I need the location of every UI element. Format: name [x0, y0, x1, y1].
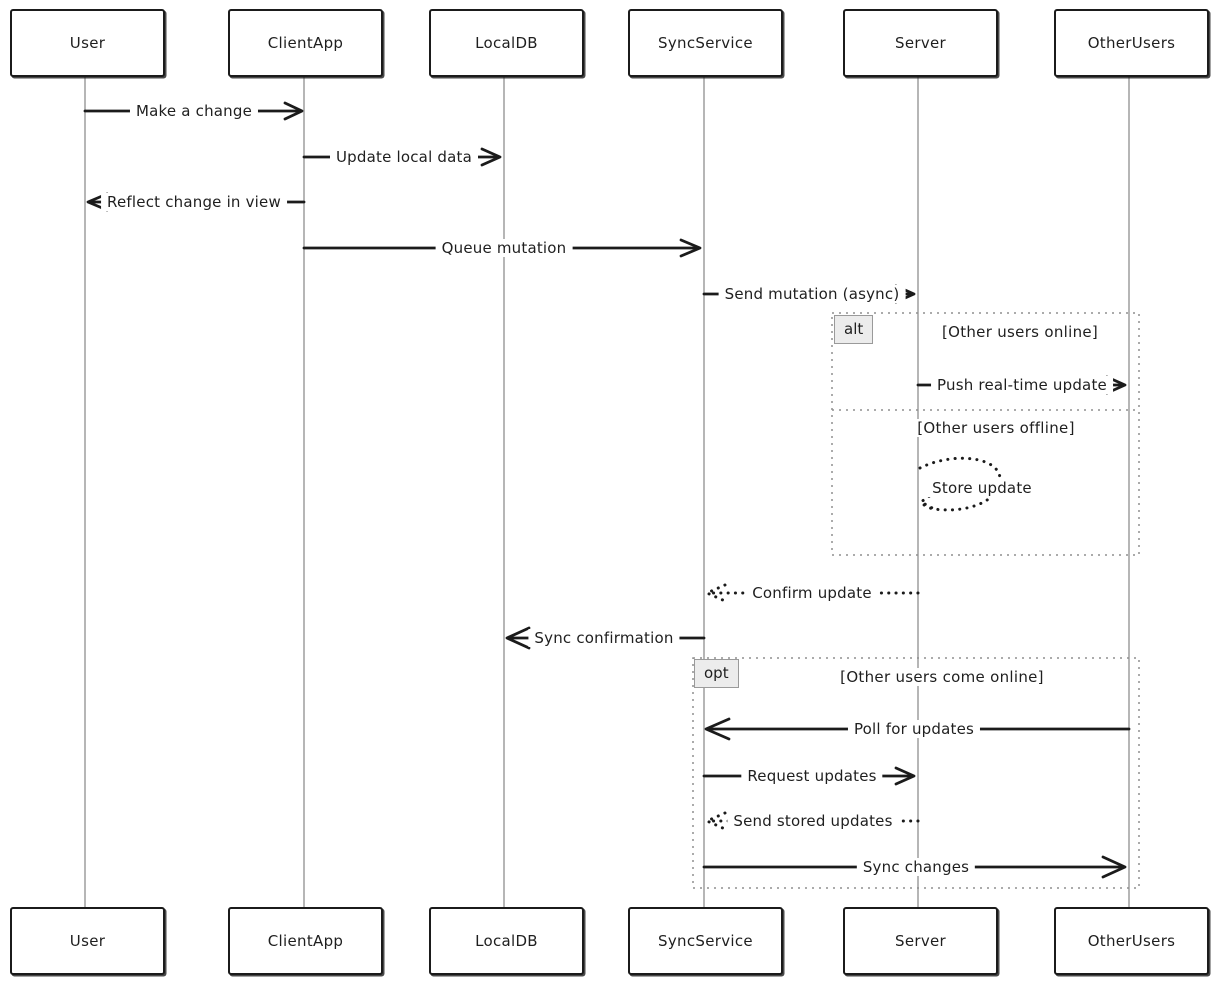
guard-other-users-come-online: [Other users come online] — [836, 668, 1048, 686]
actor-bottom-otherusers: OtherUsers — [1054, 907, 1209, 975]
message-label-reflect-change-in-view: Reflect change in view — [101, 193, 287, 211]
actor-bottom-user: User — [10, 907, 165, 975]
message-label-make-a-change: Make a change — [129, 102, 259, 120]
message-label-poll-for-updates: Poll for updates — [847, 720, 981, 738]
actor-top-syncservice: SyncService — [628, 9, 783, 77]
message-label-request-updates: Request updates — [741, 767, 883, 785]
actor-label: SyncService — [658, 932, 753, 950]
message-label-send-mutation-async: Send mutation (async) — [718, 285, 906, 303]
actor-bottom-localdb: LocalDB — [429, 907, 584, 975]
opt-frame — [692, 657, 1140, 889]
message-label-sync-changes: Sync changes — [856, 858, 976, 876]
actor-label: Server — [895, 932, 946, 950]
message-label-push-real-time-update: Push real-time update — [931, 376, 1113, 394]
actor-label: OtherUsers — [1087, 932, 1176, 950]
actor-bottom-server: Server — [843, 907, 998, 975]
actor-top-server: Server — [843, 9, 998, 77]
arrow-send-stored-updates — [705, 811, 920, 831]
alt-frame-tag: alt — [834, 315, 874, 344]
actor-label: Server — [895, 34, 946, 52]
actor-top-user: User — [10, 9, 165, 77]
actor-label: ClientApp — [267, 34, 344, 52]
alt-frame — [831, 312, 1140, 556]
actor-bottom-syncservice: SyncService — [628, 907, 783, 975]
message-label-sync-confirmation: Sync confirmation — [528, 629, 680, 647]
opt-frame-tag: opt — [694, 659, 739, 688]
arrow-store-update-self-loop — [918, 456, 1002, 512]
guard-other-users-online: [Other users online] — [937, 323, 1103, 341]
message-label-confirm-update: Confirm update — [746, 584, 878, 602]
actor-bottom-clientapp: ClientApp — [228, 907, 383, 975]
actor-label: SyncService — [658, 34, 753, 52]
guard-other-users-offline: [Other users offline] — [913, 419, 1079, 437]
actor-label: LocalDB — [475, 932, 538, 950]
message-label-store-update: Store update — [926, 479, 1038, 497]
actor-top-otherusers: OtherUsers — [1054, 9, 1209, 77]
message-label-update-local-data: Update local data — [330, 148, 478, 166]
message-label-send-stored-updates: Send stored updates — [727, 812, 899, 830]
message-label-queue-mutation: Queue mutation — [435, 239, 573, 257]
actor-top-localdb: LocalDB — [429, 9, 584, 77]
actor-label: LocalDB — [475, 34, 538, 52]
actor-label: OtherUsers — [1087, 34, 1176, 52]
actor-label: User — [69, 34, 106, 52]
arrow-confirm-update — [705, 583, 920, 603]
actor-label: User — [69, 932, 106, 950]
actor-top-clientapp: ClientApp — [228, 9, 383, 77]
actor-label: ClientApp — [267, 932, 344, 950]
